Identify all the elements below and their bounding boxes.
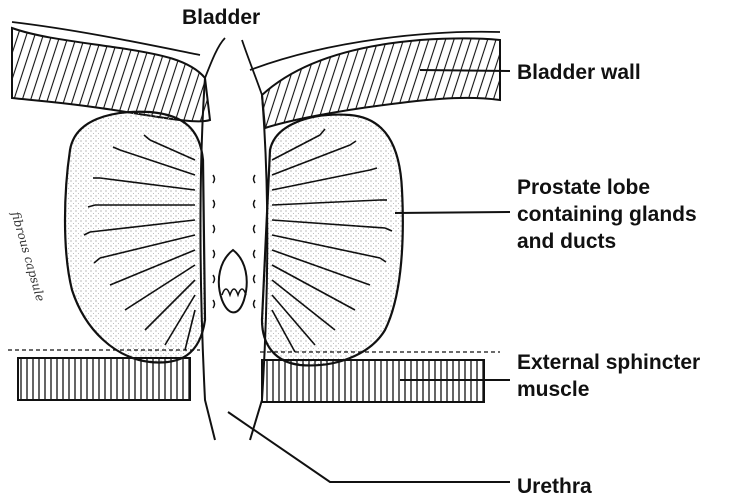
sphincter-fascia xyxy=(8,350,500,352)
bladder-wall-left xyxy=(12,28,210,121)
verumontanum xyxy=(219,250,247,312)
leader-urethra xyxy=(228,412,510,482)
prostate-lobe-label-line3: and ducts xyxy=(517,228,697,255)
sphincter-label-line2: muscle xyxy=(517,376,700,403)
sphincter-label: External sphincter muscle xyxy=(517,349,700,403)
leader-bladder-wall xyxy=(420,70,510,71)
bladder-label: Bladder xyxy=(182,4,260,31)
prostate-lobe-label-line2: containing glands xyxy=(517,201,697,228)
bladder-wall-right xyxy=(262,39,500,129)
prostate-lobe-label: Prostate lobe containing glands and duct… xyxy=(517,174,697,255)
sphincter-label-line1: External sphincter xyxy=(517,349,700,376)
bladder-wall-label: Bladder wall xyxy=(517,59,641,86)
sphincter-left xyxy=(18,358,190,400)
urethra-label: Urethra xyxy=(517,473,592,500)
leader-prostate-lobe xyxy=(395,212,510,213)
prostate-lobe-label-line1: Prostate lobe xyxy=(517,174,697,201)
